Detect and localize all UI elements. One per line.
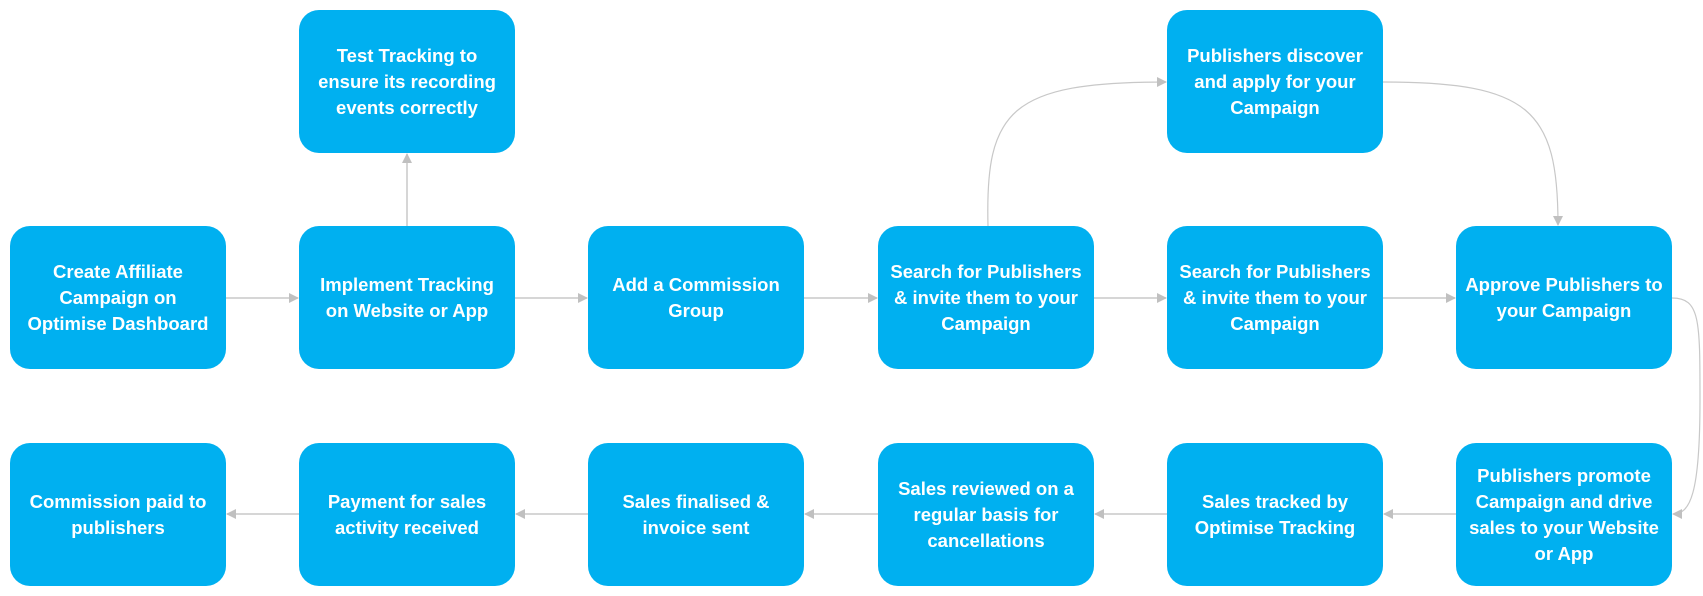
node-implement-tracking: Implement Tracking on Website or App: [299, 226, 515, 369]
node-sales-reviewed: Sales reviewed on a regular basis for ca…: [878, 443, 1094, 586]
node-label: Commission paid to publishers: [29, 490, 207, 538]
node-sales-tracked: Sales tracked by Optimise Tracking: [1167, 443, 1383, 586]
node-approve-publishers: Approve Publishers to your Campaign: [1456, 226, 1672, 369]
node-label: Sales reviewed on a regular basis for ca…: [898, 477, 1074, 551]
node-test-tracking: Test Tracking to ensure its recording ev…: [299, 10, 515, 153]
node-label: Search for Publishers & invite them to y…: [1179, 260, 1371, 334]
node-add-commission-group: Add a Commission Group: [588, 226, 804, 369]
node-payment-received: Payment for sales activity received: [299, 443, 515, 586]
node-label: Add a Commission Group: [612, 273, 780, 321]
node-label: Approve Publishers to your Campaign: [1465, 273, 1663, 321]
edge-search1-to-discover: [987, 77, 1167, 227]
node-search-publishers-2: Search for Publishers & invite them to y…: [1167, 226, 1383, 369]
node-label: Publishers promote Campaign and drive sa…: [1469, 464, 1659, 564]
node-label: Implement Tracking on Website or App: [320, 273, 494, 321]
node-publishers-discover: Publishers discover and apply for your C…: [1167, 10, 1383, 153]
node-label: Sales finalised & invoice sent: [622, 490, 770, 538]
node-sales-finalised: Sales finalised & invoice sent: [588, 443, 804, 586]
node-commission-paid: Commission paid to publishers: [10, 443, 226, 586]
node-label: Create Affiliate Campaign on Optimise Da…: [27, 260, 209, 334]
node-label: Publishers discover and apply for your C…: [1187, 44, 1363, 118]
edge-discover-to-approve: [1382, 81, 1563, 226]
edge-approve-to-promote: [1671, 297, 1701, 519]
node-create-campaign: Create Affiliate Campaign on Optimise Da…: [10, 226, 226, 369]
node-label: Test Tracking to ensure its recording ev…: [318, 44, 496, 118]
node-label: Payment for sales activity received: [327, 490, 487, 538]
node-label: Search for Publishers & invite them to y…: [890, 260, 1082, 334]
node-search-publishers-1: Search for Publishers & invite them to y…: [878, 226, 1094, 369]
node-label: Sales tracked by Optimise Tracking: [1194, 490, 1356, 538]
node-publishers-promote: Publishers promote Campaign and drive sa…: [1456, 443, 1672, 586]
